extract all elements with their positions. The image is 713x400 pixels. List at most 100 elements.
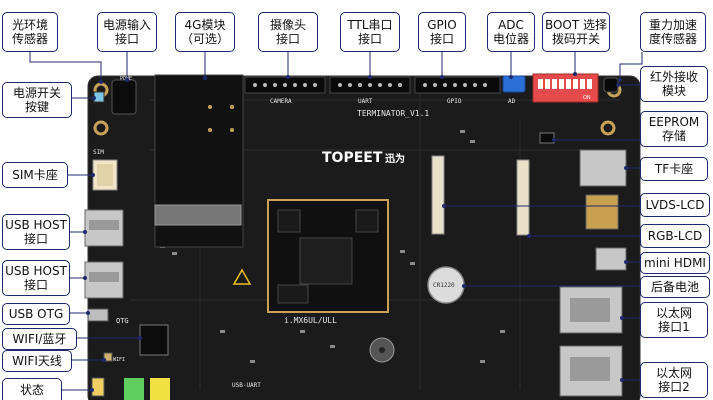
label-gpio: GPIO 接口 bbox=[418, 12, 466, 52]
lvds-connector bbox=[431, 155, 445, 235]
otg-silk: OTG bbox=[116, 317, 129, 325]
label-line: RGB-LCD bbox=[647, 229, 703, 243]
label-accelerometer: 重力加速 度传感器 bbox=[640, 12, 706, 52]
label-line: 红外接收 bbox=[649, 70, 698, 84]
power-jack bbox=[111, 79, 137, 115]
label-line: TF卡座 bbox=[654, 162, 694, 176]
label-line: 以太网 bbox=[655, 366, 692, 380]
label-line: ADC bbox=[498, 18, 524, 32]
rgb-connector bbox=[516, 159, 530, 236]
label-line: 摄像头 bbox=[269, 18, 306, 32]
label-line: 状态 bbox=[19, 382, 44, 397]
label-tf-card: TF卡座 bbox=[640, 157, 708, 181]
label-eeprom: EEPROM 存储 bbox=[640, 111, 708, 147]
label-usb-otg: USB OTG bbox=[2, 303, 70, 325]
gpio-header bbox=[414, 76, 501, 94]
wifi-silk: WIFI bbox=[113, 357, 125, 363]
label-line: 接口 bbox=[357, 32, 382, 46]
camera-silk: CAMERA bbox=[270, 98, 292, 105]
audio-jack-yellow bbox=[150, 378, 170, 400]
board-name-silk: TERMINATOR_V1.1 bbox=[357, 109, 429, 118]
soc-chip bbox=[299, 237, 353, 285]
usb-otg-port bbox=[87, 308, 109, 322]
label-line: 接口 bbox=[429, 32, 454, 46]
ir-receiver bbox=[603, 77, 619, 93]
label-line: 接口1 bbox=[658, 320, 690, 334]
eeprom-chip bbox=[539, 132, 555, 144]
label-line: 接口 bbox=[114, 32, 139, 46]
battery-silk: CR1220 bbox=[433, 282, 455, 289]
label-line: BOOT 选择 bbox=[544, 18, 608, 32]
label-camera: 摄像头 接口 bbox=[258, 12, 318, 52]
label-line: USB HOST bbox=[5, 218, 67, 232]
label-line: （可选） bbox=[180, 32, 229, 46]
label-wifi-antenna: WIFI天线 bbox=[2, 350, 72, 372]
usb-uart-silk: USB-UART bbox=[232, 382, 261, 389]
label-status: 状态 bbox=[2, 378, 62, 400]
dip-on-silk: ON bbox=[583, 95, 591, 101]
label-line: TTL串口 bbox=[347, 18, 393, 32]
label-line: 度传感器 bbox=[648, 32, 697, 46]
label-line: SIM卡座 bbox=[12, 168, 58, 182]
mini-hdmi-port bbox=[595, 247, 627, 271]
label-line: 按键 bbox=[24, 100, 49, 114]
label-power-input: 电源输入 接口 bbox=[97, 12, 157, 52]
label-line: 重力加速 bbox=[648, 18, 697, 32]
sim-silk: SIM bbox=[93, 149, 104, 156]
ad-silk: AD bbox=[508, 98, 516, 105]
label-line: 光环境 bbox=[11, 18, 48, 32]
label-line: 传感器 bbox=[11, 32, 48, 46]
warning-triangle-icon bbox=[232, 268, 252, 285]
label-usb-host-2: USB HOST 接口 bbox=[2, 260, 70, 296]
label-line: USB OTG bbox=[8, 307, 64, 321]
label-line: USB HOST bbox=[5, 264, 67, 278]
adc-potentiometer bbox=[502, 75, 526, 93]
uart-silk: UART bbox=[358, 98, 373, 105]
label-ethernet-2: 以太网 接口2 bbox=[640, 362, 708, 398]
wifi-bt-module bbox=[139, 324, 169, 356]
label-mini-hdmi: mini HDMI bbox=[640, 252, 710, 274]
label-wifi-bt: WIFI/蓝牙 bbox=[2, 328, 77, 350]
label-4g-module: 4G模块 （可选） bbox=[175, 12, 235, 52]
brand-cn-silk: 迅为 bbox=[385, 152, 405, 165]
label-adc: ADC 电位器 bbox=[487, 12, 535, 52]
label-lvds-lcd: LVDS-LCD bbox=[640, 193, 710, 217]
label-sim: SIM卡座 bbox=[2, 162, 68, 188]
label-backup-battery: 后备电池 bbox=[640, 276, 710, 298]
label-rgb-lcd: RGB-LCD bbox=[640, 224, 710, 248]
label-ttl-uart: TTL串口 接口 bbox=[340, 12, 400, 52]
label-line: 电源输入 bbox=[102, 18, 151, 32]
label-line: 后备电池 bbox=[650, 280, 699, 294]
label-ethernet-1: 以太网 接口1 bbox=[640, 302, 708, 338]
label-line: 接口 bbox=[275, 32, 300, 46]
label-line: 电源开关 bbox=[12, 86, 61, 100]
4g-slot bbox=[154, 204, 242, 226]
label-line: 4G模块 bbox=[184, 18, 226, 32]
leader-lines bbox=[29, 52, 643, 391]
label-line: WIFI天线 bbox=[12, 354, 62, 368]
label-line: 模块 bbox=[661, 84, 686, 98]
label-power-switch: 电源开关 按键 bbox=[2, 82, 72, 118]
label-light-sensor: 光环境 传感器 bbox=[2, 12, 58, 52]
brand-silk: TOPEET bbox=[322, 150, 383, 166]
label-ir-receiver: 红外接收 模块 bbox=[640, 66, 708, 102]
soc-silk: i.MX6UL/ULL bbox=[284, 316, 337, 325]
audio-jack-green bbox=[124, 378, 144, 400]
label-line: GPIO bbox=[427, 18, 457, 32]
mount-hole-mr bbox=[600, 120, 616, 136]
label-line: 存储 bbox=[661, 129, 686, 143]
label-usb-host-1: USB HOST 接口 bbox=[2, 214, 70, 250]
label-line: 拨码开关 bbox=[551, 32, 600, 46]
label-boot-dip: BOOT 选择 拨码开关 bbox=[542, 12, 610, 52]
lvds-lcd-port bbox=[585, 194, 619, 230]
label-line: 接口2 bbox=[658, 380, 690, 394]
label-line: mini HDMI bbox=[644, 256, 706, 270]
mount-hole-ml bbox=[93, 120, 109, 136]
status-led bbox=[91, 377, 105, 397]
label-line: 接口 bbox=[23, 278, 48, 292]
label-line: LVDS-LCD bbox=[645, 198, 705, 212]
wifi-antenna-connector bbox=[103, 352, 113, 362]
label-line: 接口 bbox=[23, 232, 48, 246]
